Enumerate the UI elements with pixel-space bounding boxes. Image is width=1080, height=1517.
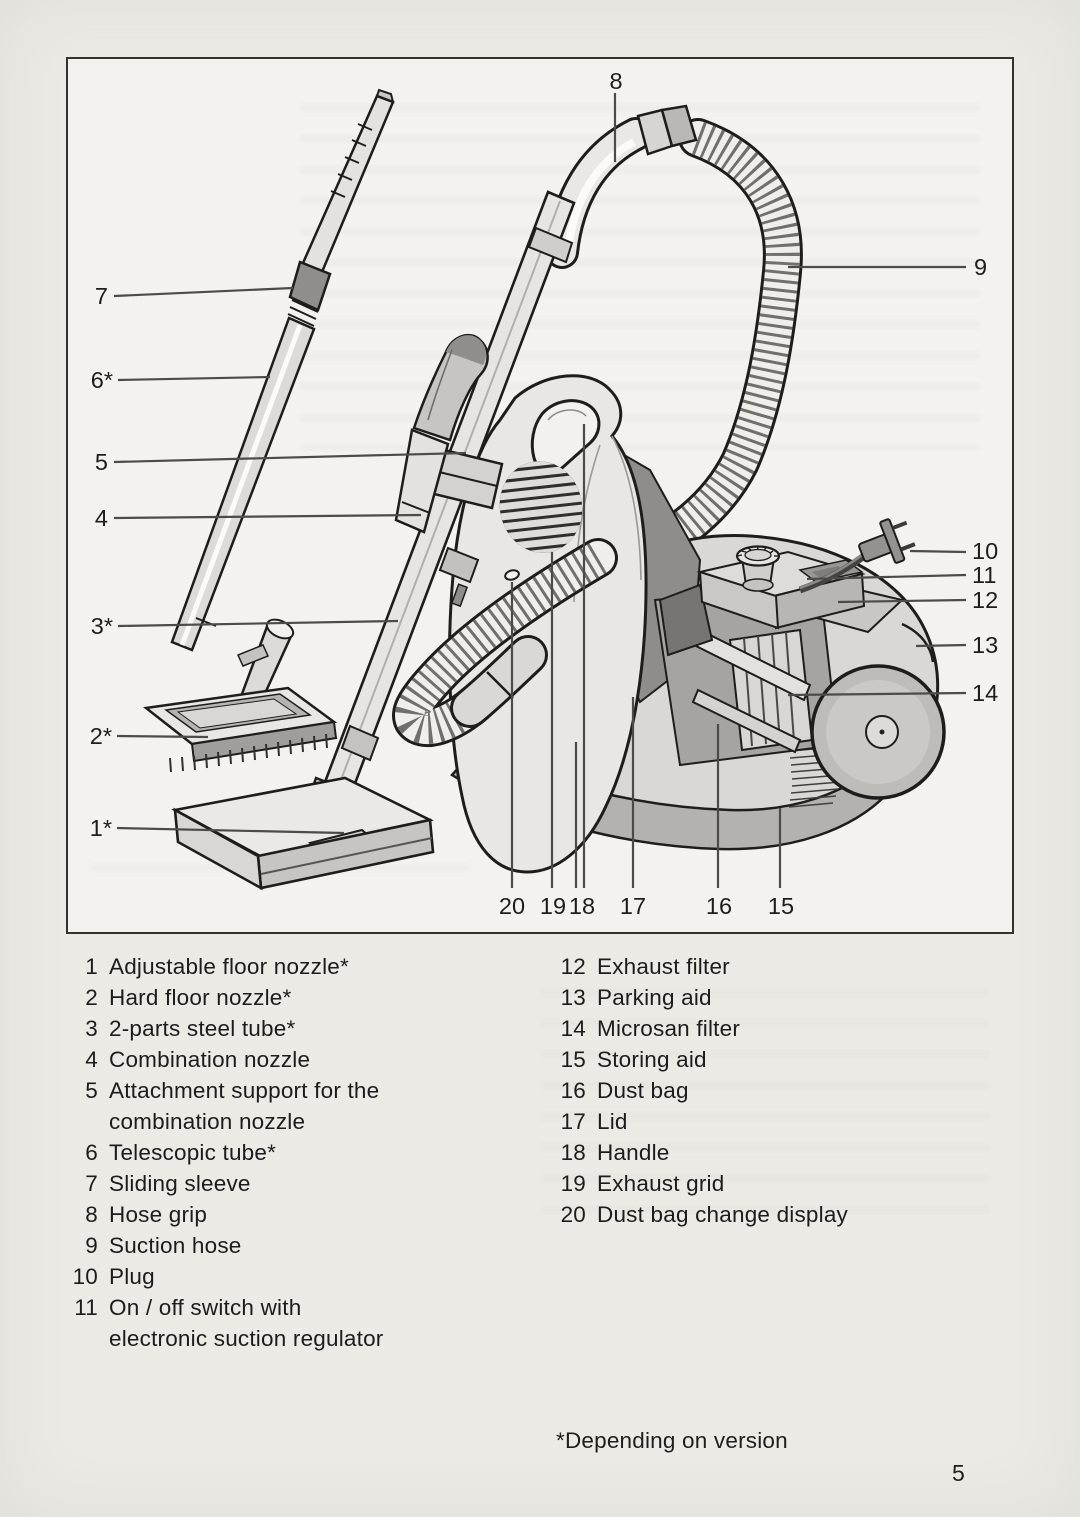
part-label: On / off switch with electronic suction … [109,1295,384,1351]
footnote: *Depending on version [556,1428,788,1453]
part-label: Telescopic tube* [109,1140,277,1165]
part-number: 7 [85,1171,98,1196]
part-list-item: 17 Lid [552,1106,1032,1137]
part-number: 15 [560,1047,586,1072]
part-label: Parking aid [597,985,712,1010]
part-list-item: 11 On / off switch with electronic suctio… [64,1292,534,1354]
part-number: 12 [560,954,586,979]
part-list-item: 4 Combination nozzle [64,1044,534,1075]
part-list-item: 9 Suction hose [64,1230,534,1261]
part-number: 8 [85,1202,98,1227]
part-number: 3 [85,1016,98,1041]
part-number: 6 [85,1140,98,1165]
part-label: Storing aid [597,1047,707,1072]
part-number: 18 [560,1140,586,1165]
part-list-item: 13 Parking aid [552,982,1032,1013]
part-number: 11 [74,1295,98,1320]
part-number: 13 [560,985,586,1010]
part-label: Microsan filter [597,1016,741,1041]
part-list-item: 8 Hose grip [64,1199,534,1230]
part-number: 1 [85,954,98,979]
part-label: 2-parts steel tube* [109,1016,296,1041]
part-number: 5 [85,1078,98,1103]
part-label: Handle [597,1140,670,1165]
part-label: Dust bag [597,1078,689,1103]
part-list-item: 19 Exhaust grid [552,1168,1032,1199]
part-list-item: 10 Plug [64,1261,534,1292]
part-list-item: 14 Microsan filter [552,1013,1032,1044]
page-number: 5 [952,1460,965,1486]
part-list-item: 16 Dust bag [552,1075,1032,1106]
part-label: Attachment support for the combination n… [109,1078,380,1134]
part-number: 14 [560,1016,586,1041]
part-number: 9 [85,1233,98,1258]
parts-diagram-frame [66,57,1014,934]
part-label: Lid [597,1109,628,1134]
part-number: 10 [72,1264,98,1289]
part-number: 16 [560,1078,586,1103]
part-number: 20 [560,1202,586,1227]
part-list-item: 2 Hard floor nozzle* [64,982,534,1013]
part-list-item: 18 Handle [552,1137,1032,1168]
part-number: 4 [85,1047,98,1072]
part-label: Exhaust filter [597,954,730,979]
parts-list-right-column: 12 Exhaust filter 13 Parking aid 14 Microsan … [552,951,1032,1230]
part-label: Plug [109,1264,155,1289]
part-list-item: 6 Telescopic tube* [64,1137,534,1168]
part-list-item: 12 Exhaust filter [552,951,1032,982]
part-label: Combination nozzle [109,1047,311,1072]
part-label: Exhaust grid [597,1171,725,1196]
part-list-item: 7 Sliding sleeve [64,1168,534,1199]
part-list-item: 3 2-parts steel tube* [64,1013,534,1044]
part-label: Sliding sleeve [109,1171,251,1196]
part-label: Adjustable floor nozzle* [109,954,349,979]
part-number: 2 [85,985,98,1010]
part-list-item: 5 Attachment support for the combination … [64,1075,534,1137]
part-label: Suction hose [109,1233,242,1258]
part-list-item: 1 Adjustable floor nozzle* [64,951,534,982]
part-number: 17 [560,1109,586,1134]
part-list-item: 20 Dust bag change display [552,1199,1032,1230]
part-number: 19 [560,1171,586,1196]
part-label: Dust bag change display [597,1202,849,1227]
part-list-item: 15 Storing aid [552,1044,1032,1075]
part-label: Hard floor nozzle* [109,985,292,1010]
parts-list-left-column: 1 Adjustable floor nozzle* 2 Hard floor noz… [64,951,534,1354]
part-label: Hose grip [109,1202,208,1227]
